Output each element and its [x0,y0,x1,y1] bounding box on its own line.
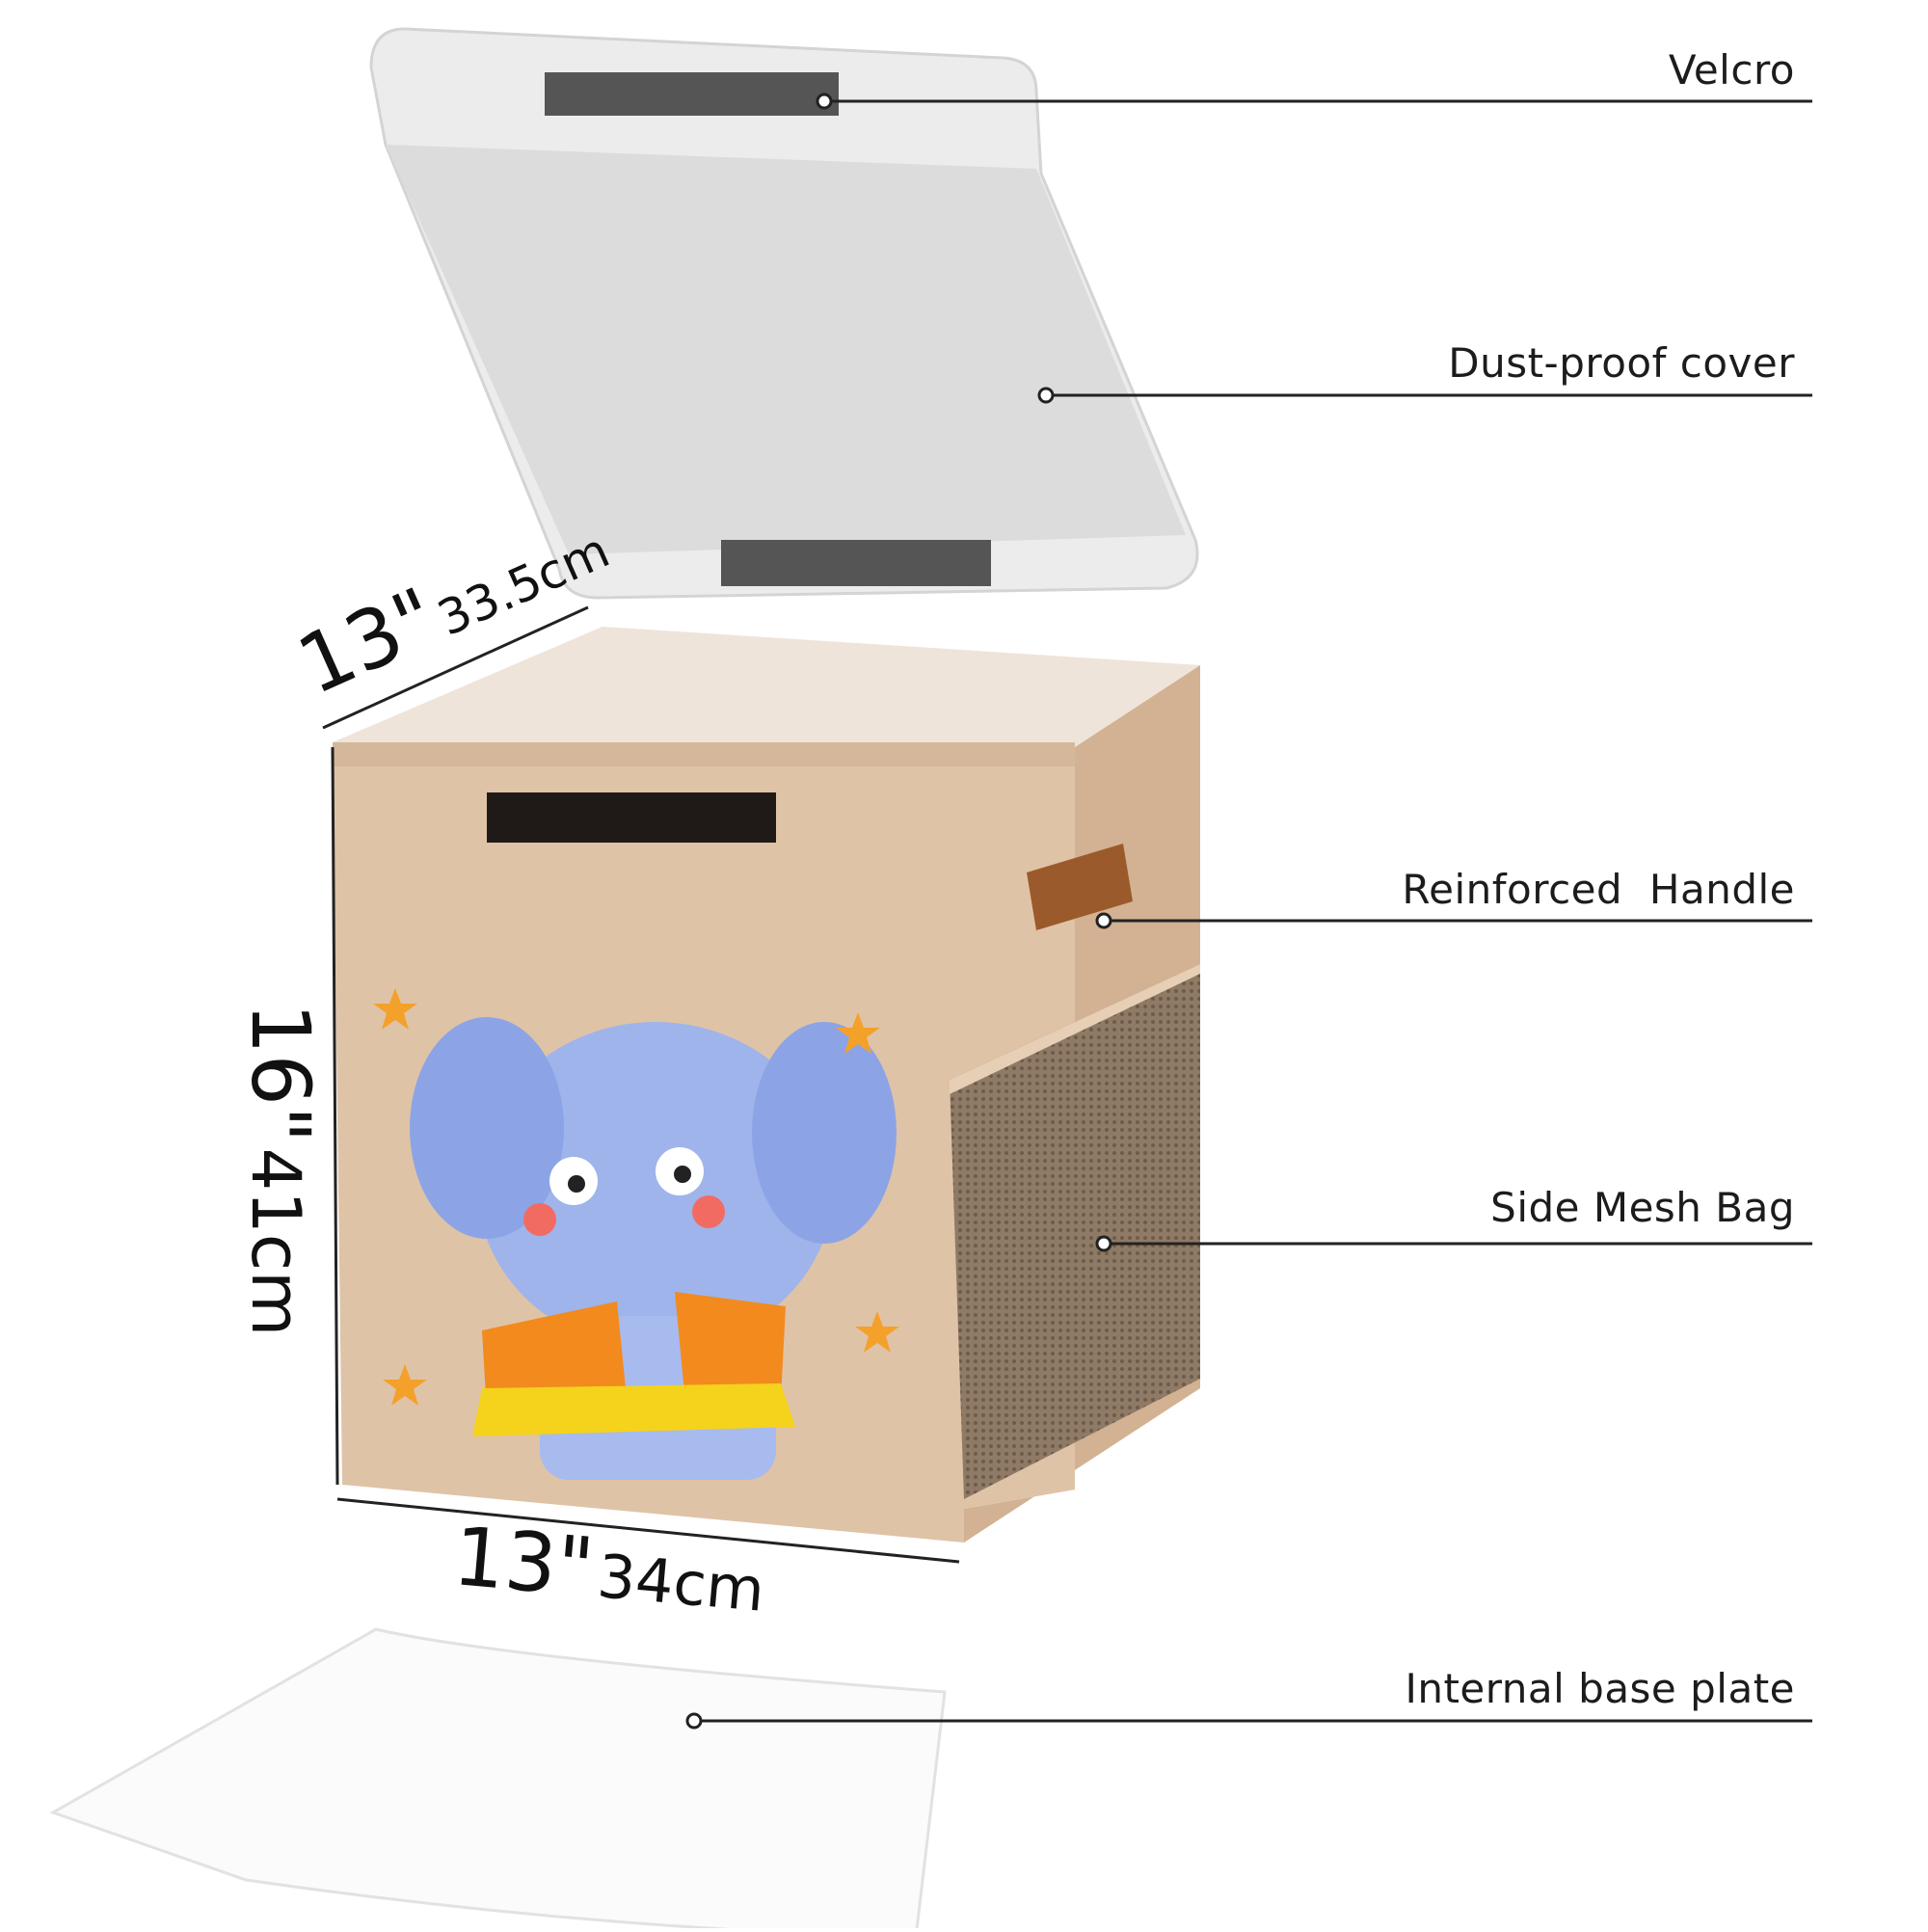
front-velcro-strip-icon [487,792,776,843]
height-dimension-line [331,746,339,1486]
star-icon [383,1364,427,1406]
mesh-pocket-icon [950,964,1200,1499]
height-dimension-label: 16" 41cm [233,1003,328,1336]
callout-side-mesh-bag: Side Mesh Bag [1490,1184,1795,1231]
height-inch: 16" [233,1003,328,1143]
star-icon [855,1311,899,1353]
velcro-dot [816,93,833,110]
callout-internal-base-plate: Internal base plate [1405,1665,1795,1712]
callout-reinforced-handle: Reinforced Handle [1402,866,1795,913]
height-cm: 41cm [236,1147,315,1337]
cover-dot [1037,387,1055,404]
mesh-dot [1095,1235,1112,1252]
callout-velcro: Velcro [1668,46,1795,94]
star-icon [836,1012,880,1054]
callout-dust-proof-cover: Dust-proof cover [1448,339,1795,387]
velcro-strip-icon [545,72,839,116]
leather-handle-icon [1027,844,1133,930]
depth-dimension-line [322,605,589,730]
elephant-illustration [410,1017,897,1480]
base-dot [685,1712,703,1730]
callout-leaders [685,93,1812,1730]
width-inch: 13" [449,1509,598,1616]
internal-base-plate [49,1627,947,1932]
star-decorations [373,988,899,1406]
dust-proof-cover [369,27,1199,600]
width-cm: 34cm [594,1541,768,1625]
handle-dot [1095,912,1112,929]
dimension-lines [322,605,960,1564]
velcro-strip-icon [721,540,991,586]
star-icon [373,988,417,1030]
width-dimension-line [336,1497,960,1564]
